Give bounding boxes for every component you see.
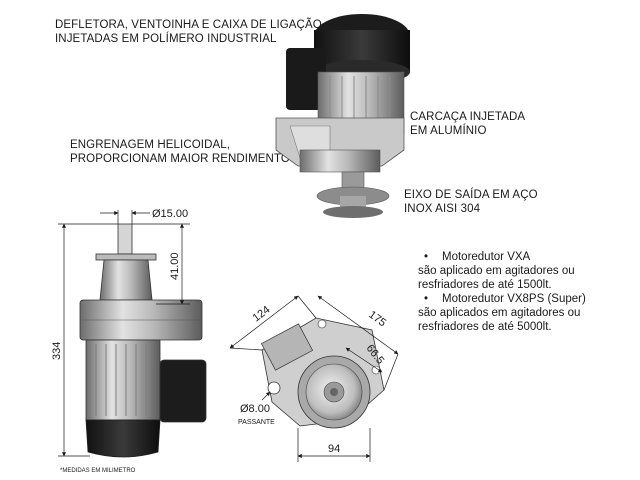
dim-shaft-dia (100, 210, 150, 224)
dim-hole-label: Ø8.00 (240, 403, 270, 415)
dim-shaft-length (132, 223, 190, 305)
side-elevation-view (79, 223, 207, 458)
dim-94 (297, 428, 371, 462)
dim-total-height-label: 334 (51, 342, 63, 360)
dim-175 (317, 295, 399, 391)
plan-view (260, 317, 385, 429)
model-bullets: •Motoredutor VXA são aplicado em agitado… (418, 250, 623, 334)
dim-shaft-dia-label: Ø15.00 (152, 208, 188, 220)
motor-3d-view (275, 14, 410, 218)
dim-94-label: 94 (328, 443, 340, 455)
callout-defletora: DEFLETORA, VENTOINHA E CAIXA DE LIGAÇÃO … (55, 19, 322, 45)
dim-total-height (58, 223, 118, 457)
dim-66-5 (345, 347, 383, 373)
footnote: *MEDIDAS EM MILIMETRO (60, 468, 136, 474)
callout-eixo: EIXO DE SAÍDA EM AÇO INOX AISI 304 (404, 189, 538, 215)
dim-175-label: 175 (366, 309, 388, 329)
bullet-head-vxa: •Motoredutor VXA (424, 251, 531, 263)
bullet-head-vx8ps: •Motoredutor VX8PS (Super) (424, 293, 586, 305)
dim-hole (261, 391, 271, 401)
dim-124 (229, 295, 317, 351)
dim-shaft-length-label: 41.00 (169, 252, 181, 280)
dim-124-label: 124 (251, 304, 273, 325)
dim-hole-passante: PASSANTE (238, 419, 275, 426)
callout-carcaca: CARCAÇA INJETADA EM ALUMÍNIO (410, 111, 526, 137)
callout-engrenagem: ENGRENAGEM HELICOIDAL, PROPORCIONAM MAIO… (70, 139, 290, 165)
